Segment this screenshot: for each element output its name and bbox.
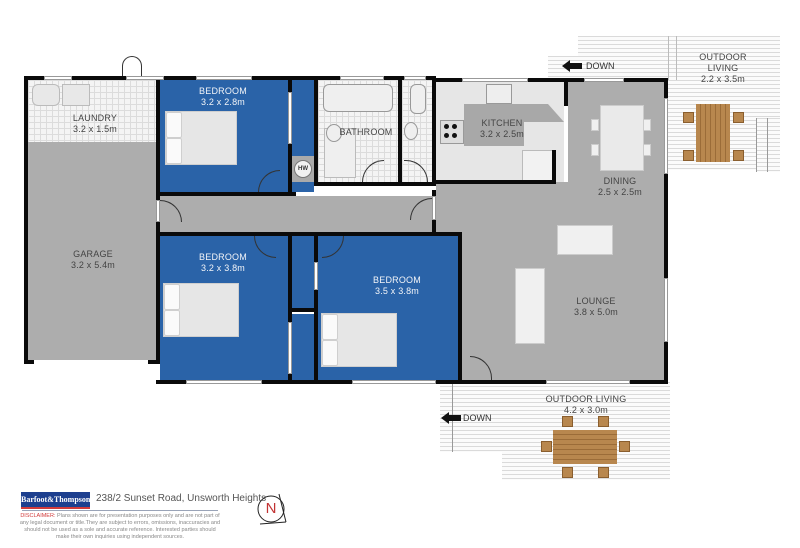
outdoor-table-bottom xyxy=(553,430,617,464)
compass-icon: N xyxy=(255,492,289,526)
bathroom-label: BATHROOM xyxy=(339,127,393,137)
disclaimer: DISCLAIMER: Plans shown are for presenta… xyxy=(18,513,222,541)
lounge-room xyxy=(436,182,664,380)
property-address: 238/2 Sunset Road, Unsworth Heights xyxy=(96,493,267,504)
arrow-left-icon xyxy=(562,60,570,72)
arrow-left-icon xyxy=(441,412,449,424)
dining-table xyxy=(600,105,644,171)
sofa xyxy=(515,268,545,344)
compass-north-label: N xyxy=(265,500,277,517)
footer: Barfoot&Thompson 238/2 Sunset Road, Unsw… xyxy=(0,480,800,548)
brand-logo: Barfoot&Thompson xyxy=(21,492,90,509)
disclaimer-label: DISCLAIMER: xyxy=(20,513,56,519)
garage-room xyxy=(28,142,156,360)
hallway xyxy=(160,196,432,234)
sofa xyxy=(557,225,613,255)
floor-plan: HW xyxy=(24,36,780,480)
laundry-exterior-door[interactable] xyxy=(122,56,142,76)
outdoor-table-top xyxy=(696,104,730,162)
hot-water-cylinder: HW xyxy=(294,160,312,178)
disclaimer-text: Plans shown are for presentation purpose… xyxy=(19,513,221,540)
